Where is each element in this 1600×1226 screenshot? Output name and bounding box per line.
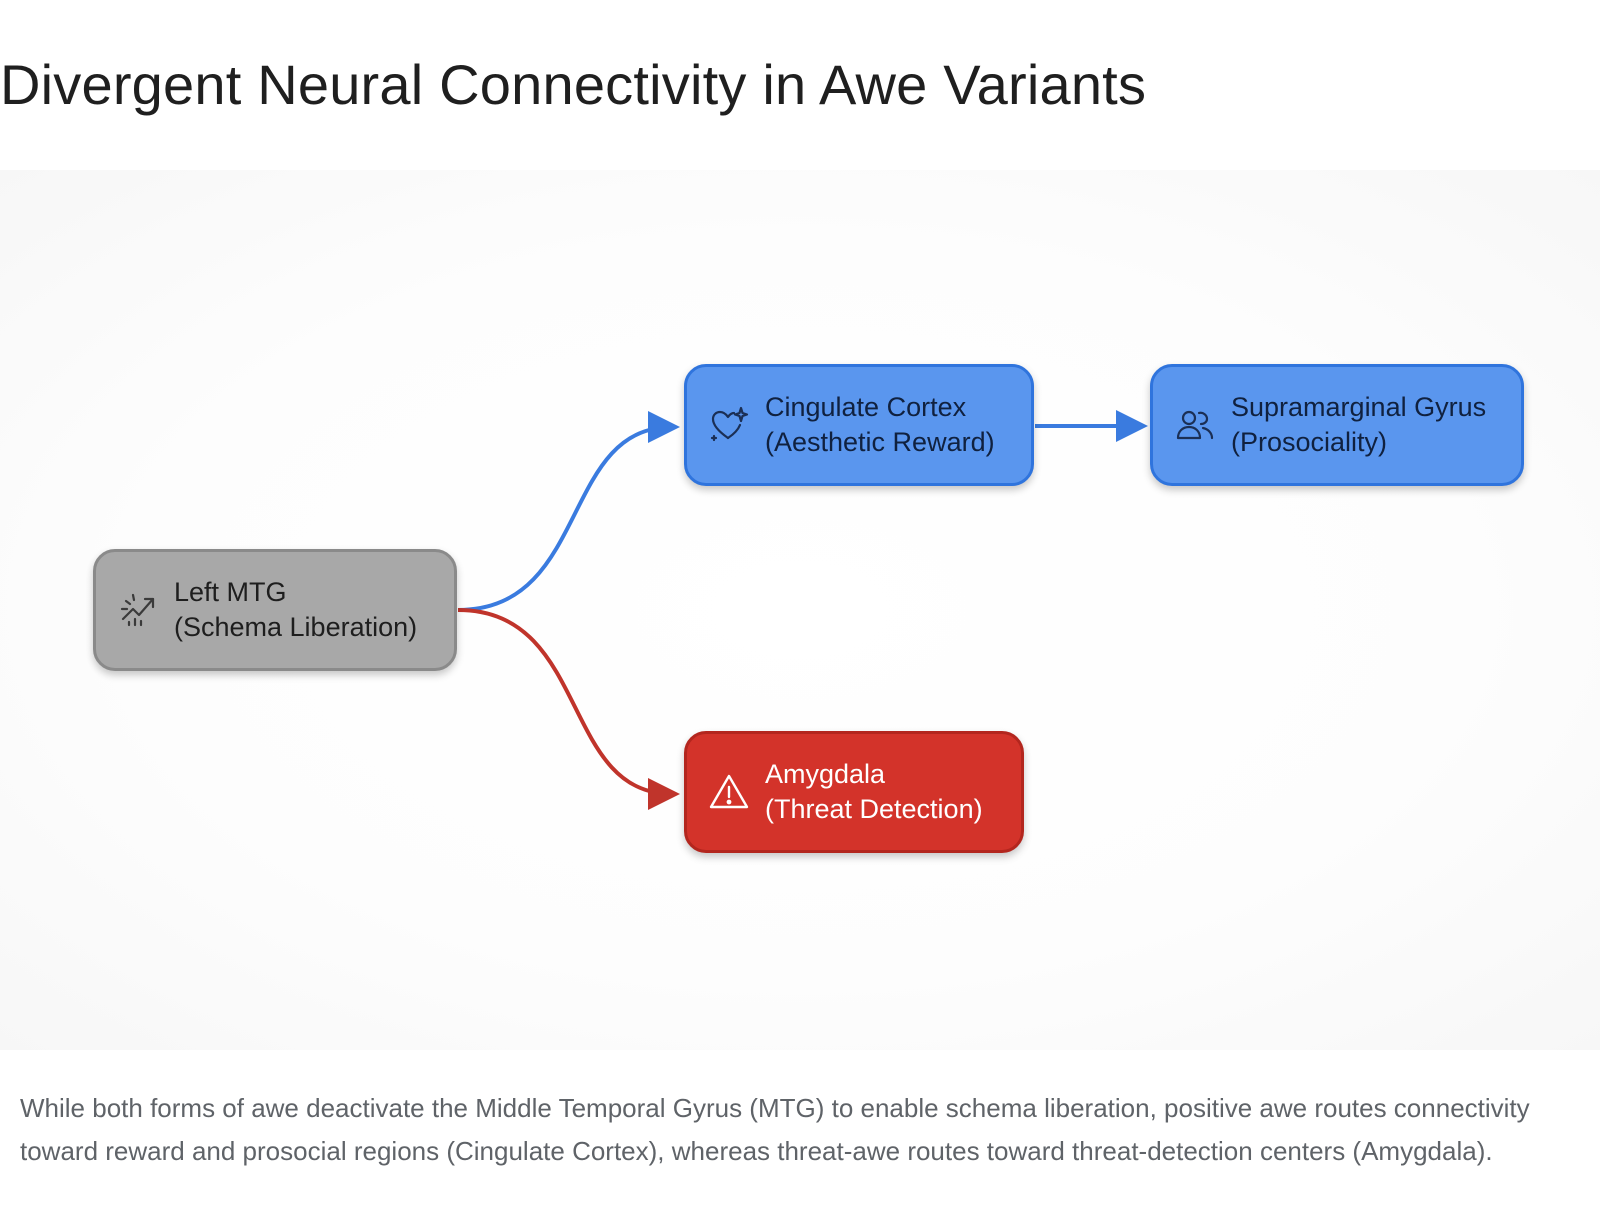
node-cingulate-cortex: Cingulate Cortex (Aesthetic Reward) <box>684 364 1034 486</box>
node-cingulate-cortex-title: Cingulate Cortex <box>765 392 967 422</box>
node-amygdala-title: Amygdala <box>765 759 886 789</box>
node-cingulate-cortex-subtitle: (Aesthetic Reward) <box>765 427 995 457</box>
diagram-caption: While both forms of awe deactivate the M… <box>20 1093 1530 1166</box>
node-supramarginal-gyrus-label: Supramarginal Gyrus (Prosociality) <box>1231 390 1486 460</box>
node-cingulate-cortex-label: Cingulate Cortex (Aesthetic Reward) <box>765 390 995 460</box>
node-supramarginal-gyrus: Supramarginal Gyrus (Prosociality) <box>1150 364 1524 486</box>
warning-icon <box>707 770 751 814</box>
node-left-mtg-label: Left MTG (Schema Liberation) <box>174 575 417 645</box>
node-left-mtg-subtitle: (Schema Liberation) <box>174 612 418 642</box>
edge-mtg-to-cingulate <box>457 411 680 612</box>
trending-up-icon <box>116 588 160 632</box>
node-amygdala-label: Amygdala (Threat Detection) <box>765 757 983 827</box>
node-left-mtg-title: Left MTG <box>174 577 287 607</box>
node-left-mtg: Left MTG (Schema Liberation) <box>93 549 457 671</box>
people-icon <box>1173 403 1217 447</box>
heart-sparkle-icon <box>707 403 751 447</box>
page-title: Divergent Neural Connectivity in Awe Var… <box>0 53 1147 116</box>
edge-mtg-to-amygdala <box>457 608 680 810</box>
node-supramarginal-gyrus-subtitle: (Prosociality) <box>1231 427 1388 457</box>
node-amygdala: Amygdala (Threat Detection) <box>684 731 1024 853</box>
node-supramarginal-gyrus-title: Supramarginal Gyrus <box>1231 392 1487 422</box>
node-amygdala-subtitle: (Threat Detection) <box>765 794 983 824</box>
